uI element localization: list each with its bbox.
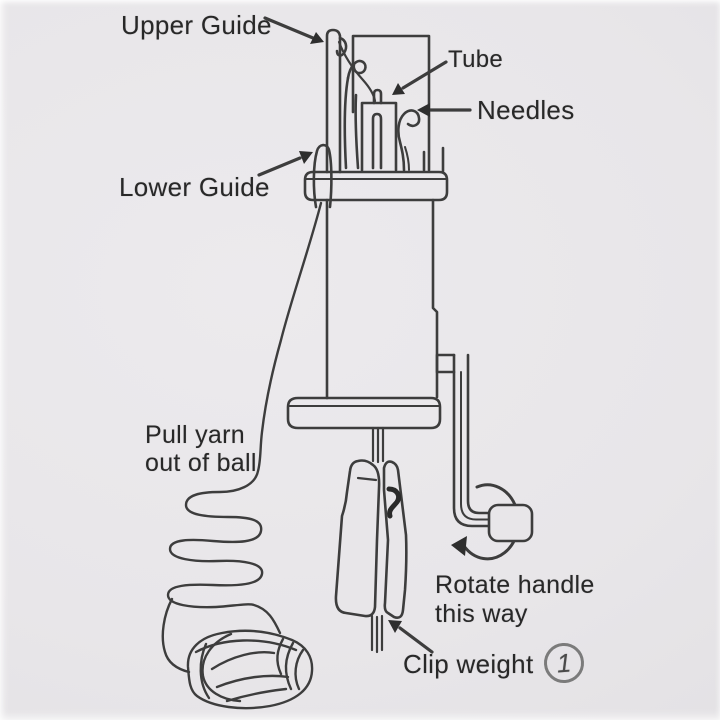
yarn-ball: [186, 629, 314, 710]
label-upper-guide: Upper Guide: [121, 10, 272, 40]
top-collar: [303, 170, 449, 202]
label-pull-yarn: Pull yarn out of ball: [145, 421, 257, 477]
machine-body: [325, 198, 439, 400]
clip-weight-shape: [334, 459, 408, 619]
label-lower-guide: Lower Guide: [119, 172, 270, 202]
label-pull-yarn-line2: out of ball: [145, 449, 257, 477]
label-rotate-handle-line2: this way: [435, 600, 528, 628]
handle-knob: [487, 503, 534, 543]
head-frame: [351, 34, 445, 173]
lower-guide-loop: [312, 143, 333, 209]
tube-arrow: [392, 60, 448, 95]
needles-arrow: [417, 103, 472, 117]
lower-guide-arrow: [257, 151, 313, 177]
label-pull-yarn-line1: Pull yarn: [145, 421, 245, 449]
label-clip-weight: Clip weight: [403, 649, 534, 679]
clip-weight-arrow: [388, 620, 434, 654]
label-rotate-handle: Rotate handle this way: [435, 571, 595, 629]
upper-guide-arrow: [263, 16, 324, 44]
needle-hooks: [337, 40, 421, 172]
crank-handle: [435, 353, 494, 528]
tube-shape: [360, 88, 398, 172]
label-rotate-handle-line1: Rotate handle: [435, 571, 595, 599]
knitted-cord: [370, 426, 385, 654]
yarn-strand: [161, 201, 323, 674]
label-tube: Tube: [448, 46, 504, 73]
label-needles: Needles: [477, 95, 575, 125]
base-platform: [286, 396, 442, 430]
step-number-digit: 1: [555, 647, 573, 678]
